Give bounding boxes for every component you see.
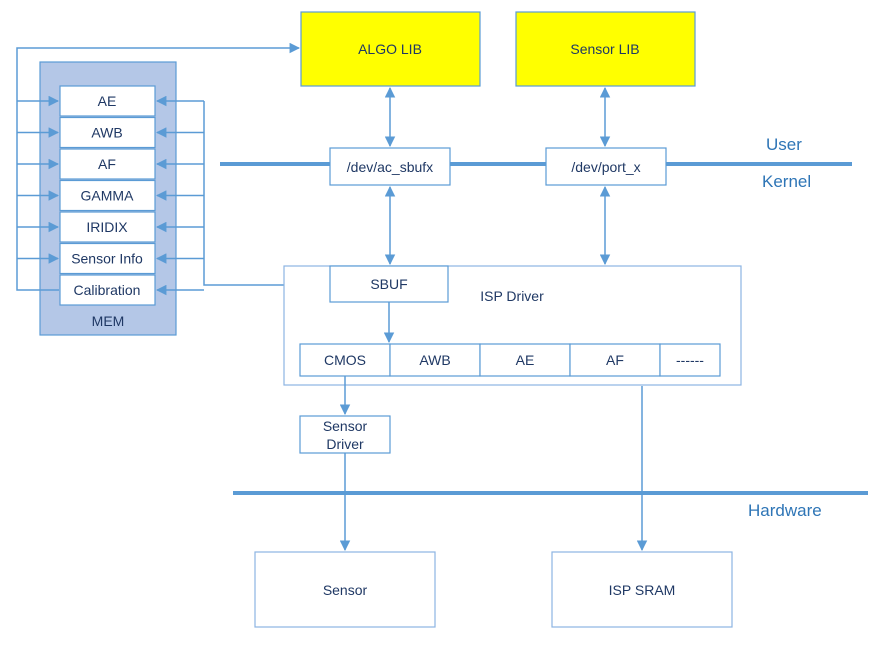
isp-module-label: AF (606, 352, 624, 368)
isp-module-box (299, 343, 391, 377)
isp-sram-box (551, 551, 733, 628)
sensor-hw-box (254, 551, 436, 628)
sbuf-box (329, 265, 449, 303)
mem-item-label: AF (98, 156, 116, 172)
sensor-hw-label: Sensor (323, 582, 368, 598)
layer-label-hardware: Hardware (748, 501, 822, 520)
isp-driver-label: ISP Driver (480, 288, 544, 304)
layer-label-user: User (766, 135, 802, 154)
dev-port-box (545, 147, 667, 186)
mem-item-label: AWB (91, 125, 122, 141)
sensor-driver-label-line2: Driver (326, 436, 364, 452)
sensor-lib-label: Sensor LIB (570, 41, 639, 57)
mem-item-box (59, 116, 156, 149)
mem-item-label: AE (98, 93, 117, 109)
isp-sram-label: ISP SRAM (609, 582, 676, 598)
mem-to-sbuf-line (203, 101, 330, 291)
mem-item-box (59, 148, 156, 180)
mem-item-box (59, 179, 156, 212)
sensor-driver-box (299, 415, 391, 454)
algo-lib-box (300, 11, 481, 87)
isp-module-box (479, 343, 571, 377)
layer-label-kernel: Kernel (762, 172, 811, 191)
mem-label: MEM (92, 313, 125, 329)
isp-module-label: AWB (419, 352, 450, 368)
isp-module-label: ------ (676, 352, 704, 368)
mem-item-box (59, 85, 156, 117)
isp-module-label: CMOS (324, 352, 366, 368)
mem-item-box (59, 211, 156, 243)
isp-modules: CMOS AWB AE AF ------ (299, 343, 721, 377)
dev-port-label: /dev/port_x (571, 159, 640, 175)
algo-lib-label: ALGO LIB (358, 41, 422, 57)
isp-module-label: AE (516, 352, 535, 368)
mem-item-label: Calibration (74, 282, 141, 298)
mem-item-box (59, 242, 156, 275)
mem-item-label: IRIDIX (86, 219, 128, 235)
mem-left-arrows (17, 95, 60, 264)
mem-item-label: Sensor Info (71, 251, 143, 267)
mem-right-arrows (155, 95, 204, 296)
mem-item-label: GAMMA (81, 188, 135, 204)
dev-ac-sbuf-box (329, 147, 451, 186)
sbuf-label: SBUF (370, 276, 407, 292)
isp-module-box (569, 343, 661, 377)
isp-module-box (659, 343, 721, 377)
isp-module-box (389, 343, 481, 377)
dev-ac-sbuf-label: /dev/ac_sbufx (347, 159, 433, 175)
sensor-driver-label-line1: Sensor (323, 418, 368, 434)
mem-item-box (59, 274, 156, 306)
mem-to-algo-line (16, 42, 301, 291)
sensor-lib-box (515, 11, 696, 87)
